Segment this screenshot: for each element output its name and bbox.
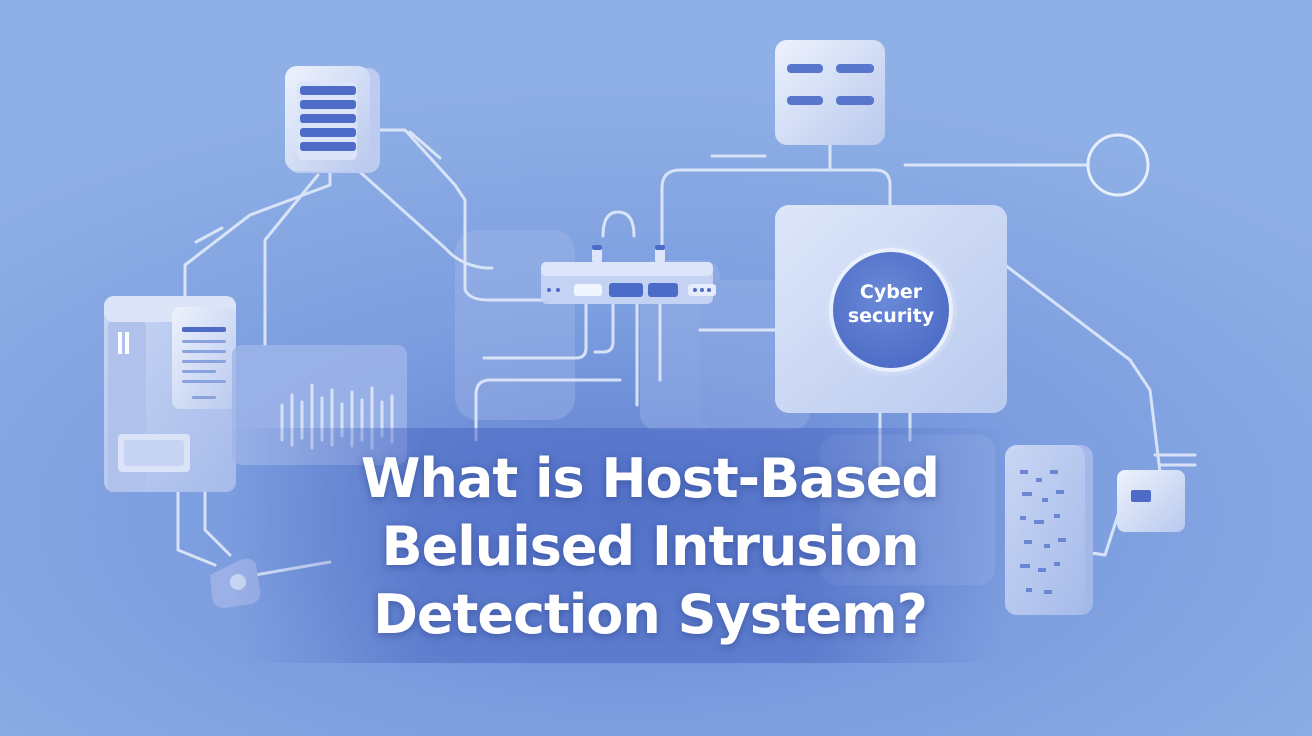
badge-text-line1: Cyber	[860, 281, 923, 303]
small-port-box-icon	[1117, 470, 1185, 532]
headline: What is Host-Based Beluised Intrusion De…	[340, 445, 960, 649]
ring-node-icon	[1086, 133, 1150, 197]
headline-line2: Beluised Intrusion	[381, 515, 919, 578]
connector-lines	[118, 128, 1197, 577]
badge-text-line2: security	[848, 305, 935, 327]
tall-server-icon	[1005, 445, 1093, 615]
headline-backdrop	[230, 428, 1010, 663]
headline-line1: What is Host-Based	[360, 447, 940, 510]
headline-line3: Detection System?	[373, 583, 928, 646]
cyber-security-badge: Cyber security	[825, 244, 957, 376]
network-switch-icon	[541, 245, 716, 304]
clipboard-icon	[172, 307, 236, 409]
rack-server-icon	[285, 66, 380, 173]
document-card-icon	[775, 40, 885, 145]
